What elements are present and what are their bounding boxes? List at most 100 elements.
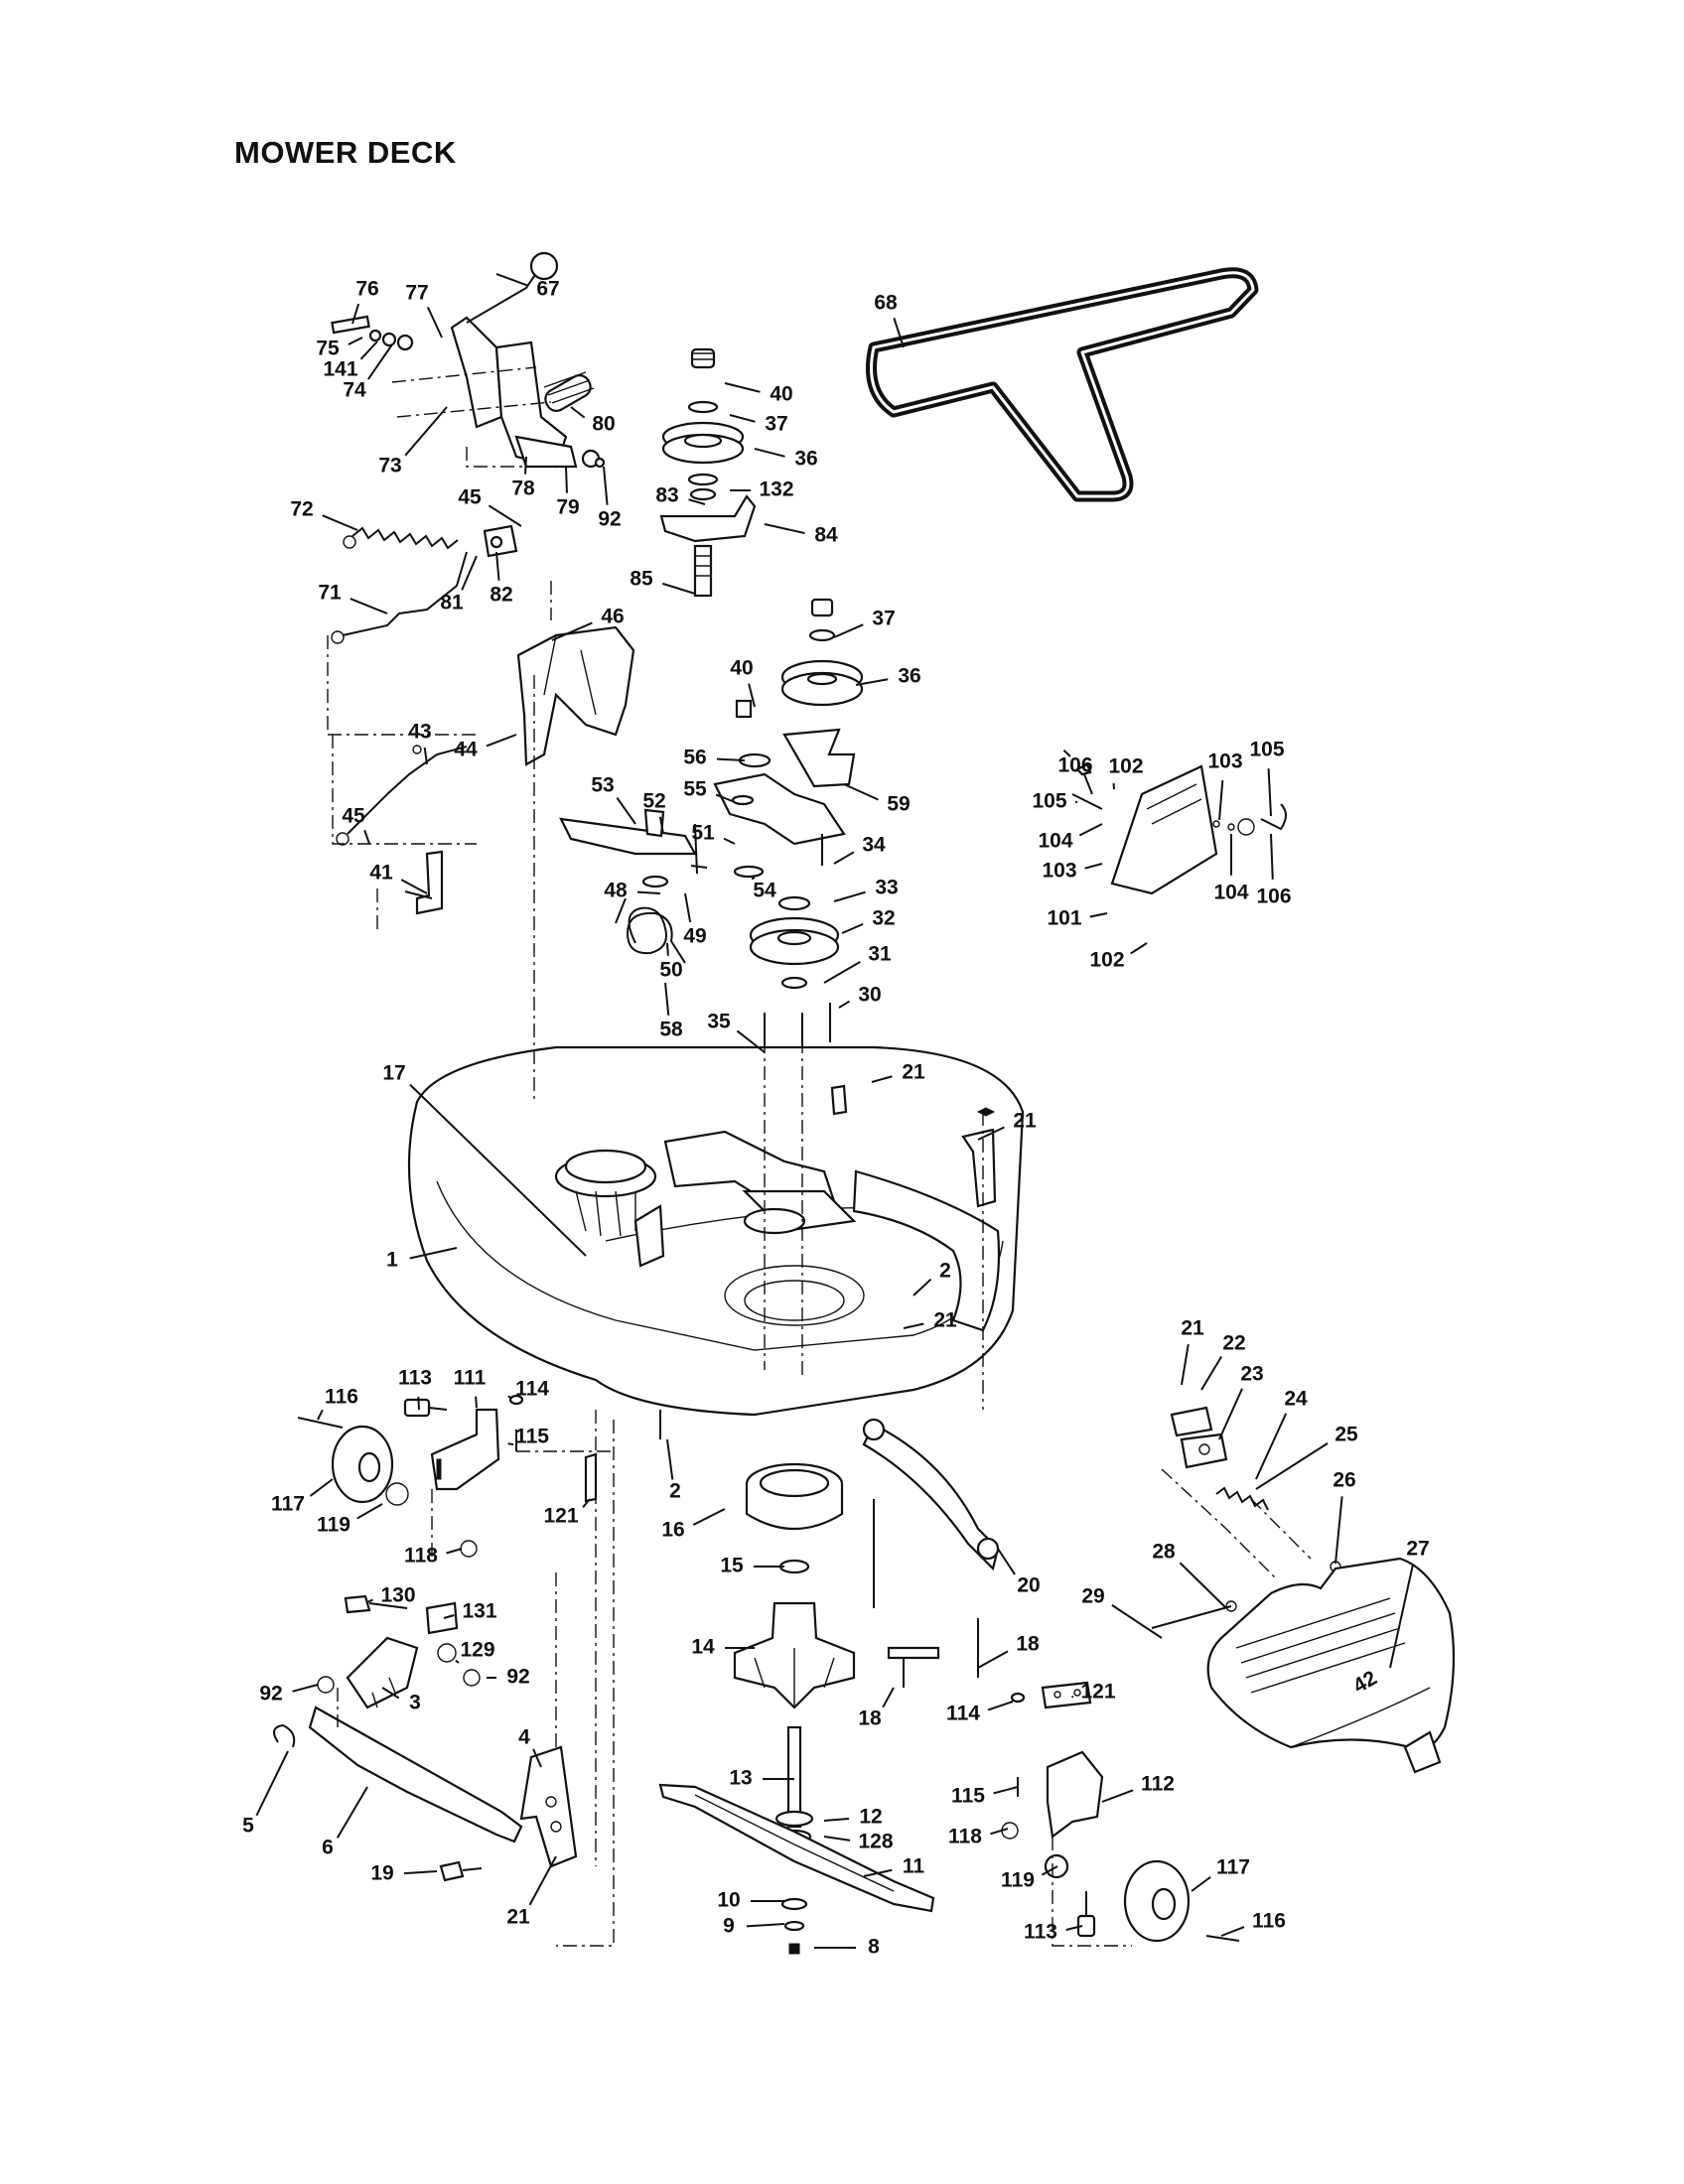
leader-line-25 [1255,1442,1329,1490]
leader-line-27 [1389,1564,1414,1669]
leader-line-58 [664,982,670,1016]
part-callout-104: 104 [1213,882,1248,904]
leader-line-77 [426,306,443,339]
part-callout-9: 9 [723,1915,735,1938]
leader-line-12 [823,1817,850,1822]
leader-line-26 [1334,1496,1343,1565]
part-callout-33: 33 [875,877,898,899]
leader-line-21 [1181,1343,1190,1386]
center-pulley-assembly [559,598,864,1052]
part-callout-18: 18 [1016,1633,1040,1656]
part-callout-113: 113 [1024,1921,1057,1944]
leader-line-121 [582,1498,591,1509]
leader-line-119 [1041,1865,1058,1876]
idler-pulley-stack [659,347,757,598]
part-callout-92: 92 [259,1683,282,1706]
part-callout-21: 21 [506,1906,530,1929]
leader-line-31 [823,961,861,984]
part-callout-45: 45 [342,805,365,828]
part-callout-51: 51 [691,822,715,845]
leader-line-18 [977,1650,1009,1669]
part-callout-24: 24 [1284,1388,1308,1411]
part-callout-121: 121 [543,1505,578,1528]
part-callout-21: 21 [1013,1110,1037,1133]
part-callout-132: 132 [759,478,793,501]
leader-line-16 [692,1508,726,1526]
part-callout-52: 52 [642,790,665,813]
part-callout-73: 73 [378,455,401,478]
leader-line-131 [443,1614,455,1619]
leader-line-40 [748,683,756,708]
part-callout-23: 23 [1240,1363,1263,1386]
leader-line-92 [292,1684,319,1693]
leader-line-44 [486,734,517,748]
part-callout-2: 2 [669,1480,681,1503]
leader-line-106 [1062,749,1071,757]
leader-line-141 [359,341,378,360]
handle-knob [529,251,559,281]
leader-line-116 [317,1409,324,1421]
part-callout-35: 35 [707,1011,731,1033]
leader-line-55 [715,793,736,803]
part-callout-77: 77 [405,282,428,305]
leader-line-117 [1191,1875,1211,1892]
right-wheel-assembly [1001,1681,1240,1947]
leader-line-33 [833,890,866,902]
part-callout-103: 103 [1207,751,1242,773]
drive-belt [866,267,1259,502]
discharge-chute-assembly: 42 [1151,1406,1456,1774]
part-callout-34: 34 [862,834,886,857]
part-callout-82: 82 [490,584,512,607]
part-callout-92: 92 [506,1666,529,1689]
part-callout-76: 76 [355,278,378,301]
part-callout-129: 129 [460,1639,494,1662]
leader-line-49 [684,892,692,923]
leader-line-24 [1255,1413,1288,1480]
leader-line-21 [903,1322,924,1329]
part-callout-21: 21 [933,1309,957,1332]
part-callout-112: 112 [1141,1773,1175,1796]
part-callout-32: 32 [872,907,895,930]
leader-line-21 [871,1075,893,1083]
leader-line-115 [507,1442,514,1445]
part-callout-84: 84 [814,524,838,547]
leader-line-37 [833,623,864,638]
leader-line-48 [636,890,661,894]
leader-line-117 [309,1478,334,1497]
part-callout-115: 115 [951,1785,985,1808]
part-callout-117: 117 [271,1493,305,1516]
part-callout-101: 101 [1047,907,1081,930]
part-callout-106: 106 [1057,754,1092,777]
leader-line-114 [507,1395,512,1399]
part-callout-37: 37 [765,413,787,436]
leader-line-56 [716,757,746,761]
leader-line-82 [495,551,500,581]
leader-line-118 [990,1828,1009,1836]
leader-line-2 [912,1278,932,1297]
part-callout-81: 81 [440,592,464,614]
page-title: MOWER DECK [234,135,457,170]
leader-line-11 [863,1868,893,1877]
part-callout-46: 46 [601,606,624,628]
leader-line-104 [1078,823,1103,837]
part-callout-25: 25 [1334,1424,1358,1446]
part-callout-72: 72 [290,498,313,521]
rear-link-assembly [273,1569,578,1882]
leader-line-101 [1089,912,1108,918]
part-callout-11: 11 [903,1855,925,1878]
deflector-shield-assembly [1071,762,1287,895]
leader-line-17 [409,1083,587,1257]
part-callout-105: 105 [1249,739,1284,761]
part-callout-27: 27 [1406,1538,1429,1561]
part-callout-106: 106 [1256,886,1291,908]
part-callout-80: 80 [592,413,615,436]
mower-deck-housing [407,1045,1025,1417]
part-callout-58: 58 [659,1019,683,1041]
leader-line-114 [987,1701,1014,1711]
part-callout-48: 48 [604,880,628,902]
leader-line-130 [366,1598,373,1603]
part-callout-2: 2 [939,1260,951,1283]
part-callout-13: 13 [729,1767,752,1790]
leader-line-78 [523,456,527,475]
part-callout-17: 17 [382,1062,405,1085]
